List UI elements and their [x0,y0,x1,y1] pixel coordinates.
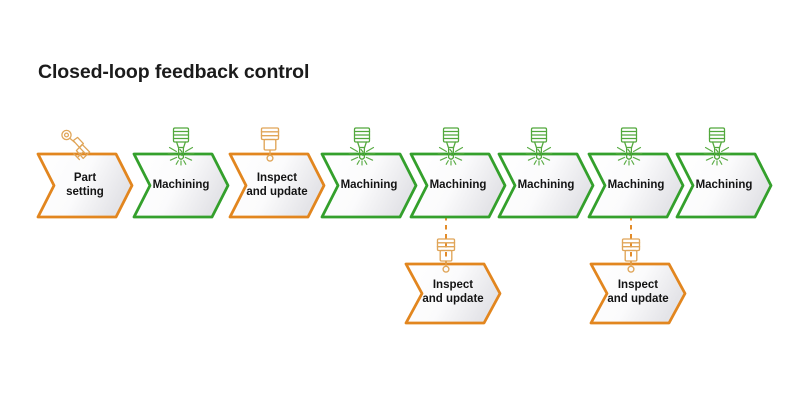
process-step-machining-5[interactable]: Machining [587,152,685,219]
process-step-inspect-update-1[interactable]: Inspect and update [228,152,326,219]
page-title: Closed-loop feedback control [38,61,310,83]
process-step-machining-2[interactable]: Machining [320,152,418,219]
process-step-part-setting[interactable]: Part setting [36,152,134,219]
process-step-machining-4[interactable]: Machining [497,152,595,219]
process-step-machining-1[interactable]: Machining [132,152,230,219]
process-step-machining-3[interactable]: Machining [409,152,507,219]
feedback-step-inspect-update-1[interactable]: Inspect and update [404,262,502,325]
process-step-machining-6[interactable]: Machining [675,152,773,219]
feedback-step-inspect-update-2[interactable]: Inspect and update [589,262,687,325]
